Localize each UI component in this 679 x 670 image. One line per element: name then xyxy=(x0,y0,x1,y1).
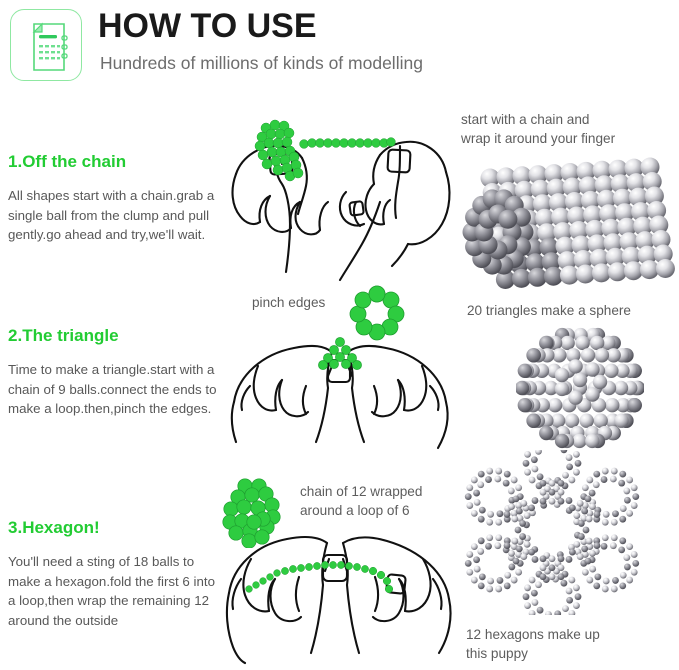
step-3-body: You'll need a sting of 18 balls to make … xyxy=(8,554,215,628)
green-hexagon-cluster-of-19-balls xyxy=(220,478,292,553)
step-1-number: 1. xyxy=(8,152,23,171)
step-1-heading: 1.Off the chain xyxy=(8,152,126,172)
silver-magnetic-ball-snowflake-photo xyxy=(452,434,652,626)
two-hands-pulling-chain-illustration xyxy=(228,106,453,291)
two-hands-wrapping-hexagon-illustration xyxy=(225,525,453,670)
silver-magnetic-ball-cylinder-photo xyxy=(462,150,677,305)
page-title: HOW TO USE xyxy=(98,7,317,45)
step-1-title: Off the chain xyxy=(22,152,127,171)
step-3-title: Hexagon! xyxy=(22,518,100,537)
step-3-heading: 3.Hexagon! xyxy=(8,518,100,538)
step-2-body: Time to make a triangle.start with a cha… xyxy=(8,362,217,416)
step-2-number: 2. xyxy=(8,326,23,345)
step-1-body: All shapes start with a chain.grab a sin… xyxy=(8,188,215,242)
chain-of-12-caption: chain of 12 wrapped around a loop of 6 xyxy=(300,484,423,518)
step-3-number: 3. xyxy=(8,518,23,537)
two-hands-pinching-triangle-illustration xyxy=(228,330,453,460)
right-caption-1: start with a chain and wrap it around yo… xyxy=(461,112,616,146)
pinch-edges-caption: pinch edges xyxy=(252,295,326,310)
silver-magnetic-ball-sphere-photo xyxy=(514,326,646,459)
step-2-title: The triangle xyxy=(22,326,119,345)
page-header: HOW TO USE Hundreds of millions of kinds… xyxy=(0,0,679,92)
page-subtitle: Hundreds of millions of kinds of modelli… xyxy=(100,53,423,73)
right-caption-2: 20 triangles make a sphere xyxy=(467,303,631,318)
green-ring-of-9-balls xyxy=(346,284,408,347)
right-caption-3: 12 hexagons make up this puppy xyxy=(466,627,600,661)
header-icon-container xyxy=(10,9,82,81)
step-2-heading: 2.The triangle xyxy=(8,326,119,346)
